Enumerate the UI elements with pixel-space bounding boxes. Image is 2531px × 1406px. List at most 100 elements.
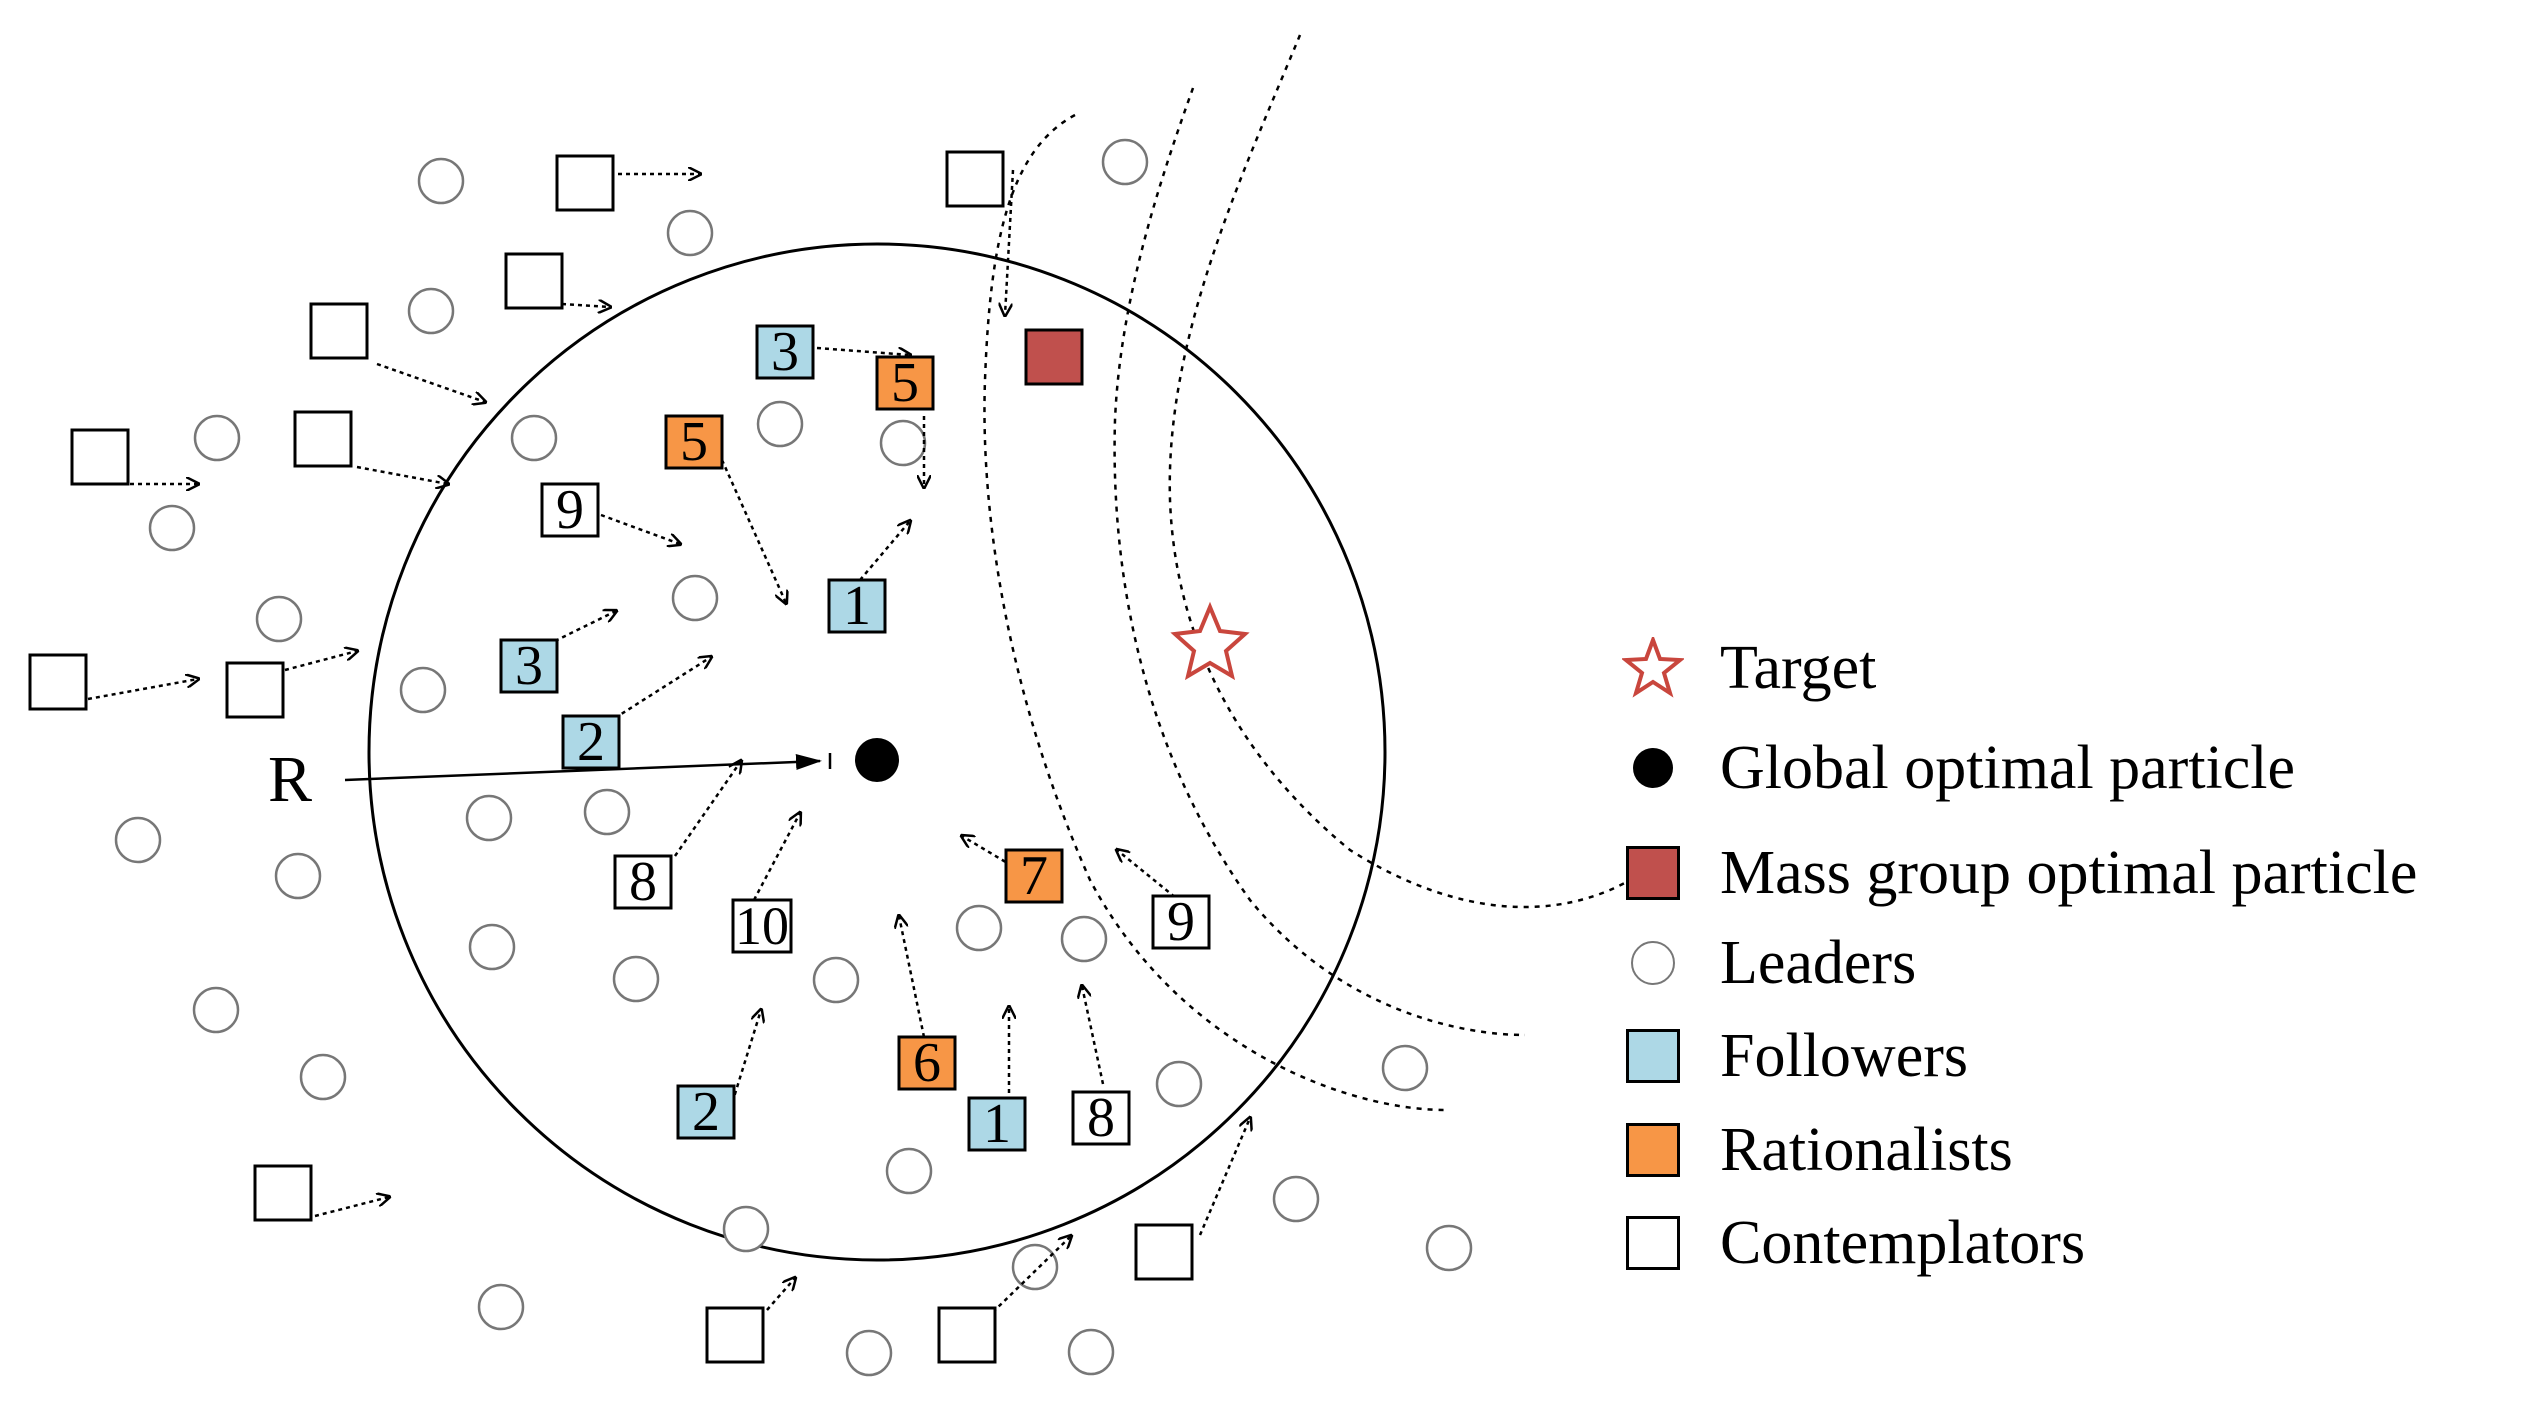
leader bbox=[612, 955, 660, 1003]
legend-label: Followers bbox=[1720, 1021, 1968, 1090]
rationalists: 5 5 7 6 bbox=[664, 352, 1064, 1094]
follower: 3 bbox=[499, 635, 559, 697]
leader bbox=[1060, 915, 1108, 963]
mass-square-icon bbox=[1626, 846, 1680, 900]
leader bbox=[1011, 1243, 1059, 1291]
rationalist: 5 bbox=[664, 411, 724, 473]
contemplator-square-icon bbox=[1626, 1216, 1680, 1270]
svg-text:3: 3 bbox=[771, 321, 799, 383]
rationalist: 6 bbox=[897, 1032, 957, 1094]
contemplator: 10 bbox=[731, 896, 793, 956]
follower: 1 bbox=[827, 575, 887, 637]
leader bbox=[1425, 1224, 1473, 1272]
movement-arrows bbox=[87, 170, 1250, 1313]
contemplator bbox=[225, 661, 285, 719]
leader bbox=[671, 574, 719, 622]
target-star-icon bbox=[1170, 601, 1250, 681]
svg-text:8: 8 bbox=[1087, 1087, 1115, 1149]
contemplator: 8 bbox=[1071, 1087, 1131, 1149]
legend-item-global: Global optimal particle bbox=[1622, 728, 2295, 808]
leader bbox=[274, 852, 322, 900]
contemplator: 9 bbox=[540, 479, 600, 541]
follower: 3 bbox=[755, 321, 815, 383]
contemplator bbox=[705, 1306, 765, 1364]
leader bbox=[465, 794, 513, 842]
followers: 3 1 3 2 2 1 bbox=[499, 321, 1027, 1155]
rationalist-square-icon bbox=[1626, 1123, 1680, 1177]
contemplator bbox=[28, 653, 88, 711]
contemplator bbox=[504, 252, 564, 310]
radius-label: R bbox=[268, 743, 312, 816]
leaders bbox=[114, 138, 1473, 1377]
leader bbox=[399, 666, 447, 714]
legend-label: Target bbox=[1720, 633, 1877, 702]
leader bbox=[845, 1329, 893, 1377]
leader bbox=[812, 956, 860, 1004]
follower: 2 bbox=[676, 1081, 736, 1143]
mass-group-optimal-particle bbox=[1024, 328, 1084, 386]
contemplators-unlabeled bbox=[28, 150, 1194, 1364]
follower: 1 bbox=[967, 1093, 1027, 1155]
leader bbox=[299, 1053, 347, 1101]
legend-label: Global optimal particle bbox=[1720, 733, 2296, 802]
svg-text:6: 6 bbox=[913, 1032, 941, 1094]
leader bbox=[583, 788, 631, 836]
leader bbox=[1381, 1044, 1429, 1092]
legend-label: Leaders bbox=[1720, 928, 1917, 997]
contemplator bbox=[253, 1164, 313, 1222]
legend-label: Rationalists bbox=[1720, 1115, 2013, 1184]
contemplator bbox=[70, 428, 130, 486]
leader bbox=[114, 816, 162, 864]
follower: 2 bbox=[561, 711, 621, 773]
contemplator bbox=[293, 410, 353, 468]
leader bbox=[510, 414, 558, 462]
leader bbox=[885, 1147, 933, 1195]
rationalist: 5 bbox=[875, 352, 935, 414]
target-star-icon bbox=[1622, 637, 1684, 699]
svg-text:9: 9 bbox=[1167, 891, 1195, 953]
leader bbox=[1272, 1175, 1320, 1223]
contemplator bbox=[309, 302, 369, 360]
legend-item-leaders: Leaders bbox=[1622, 923, 1916, 1003]
contemplators-numbered: 9 8 10 9 8 bbox=[540, 479, 1211, 1149]
search-region-circle bbox=[367, 242, 1387, 1262]
leader bbox=[1101, 138, 1149, 186]
svg-text:5: 5 bbox=[680, 411, 708, 473]
svg-text:7: 7 bbox=[1020, 845, 1048, 907]
leader bbox=[666, 209, 714, 257]
global-dot-icon bbox=[1633, 748, 1673, 788]
global-optimal-particle bbox=[855, 738, 899, 782]
svg-text:1: 1 bbox=[843, 575, 871, 637]
leader bbox=[193, 414, 241, 462]
leader bbox=[722, 1205, 770, 1253]
leader bbox=[477, 1283, 525, 1331]
svg-text:10: 10 bbox=[735, 896, 789, 956]
legend-item-target: Target bbox=[1622, 628, 1876, 708]
leader bbox=[148, 504, 196, 552]
leader bbox=[407, 287, 455, 335]
legend-item-contemplators: Contemplators bbox=[1622, 1203, 2085, 1283]
contemplator bbox=[555, 154, 615, 212]
legend-label: Mass group optimal particle bbox=[1720, 838, 2418, 907]
contemplator bbox=[1134, 1223, 1194, 1281]
leader bbox=[756, 400, 804, 448]
legend-item-rationalists: Rationalists bbox=[1622, 1110, 2013, 1190]
svg-text:9: 9 bbox=[556, 479, 584, 541]
leader bbox=[1155, 1060, 1203, 1108]
svg-text:2: 2 bbox=[577, 711, 605, 773]
leader bbox=[192, 986, 240, 1034]
contemplator: 9 bbox=[1151, 891, 1211, 953]
svg-text:2: 2 bbox=[692, 1081, 720, 1143]
rationalist: 7 bbox=[1004, 845, 1064, 907]
contemplator: 8 bbox=[613, 851, 673, 913]
legend-item-followers: Followers bbox=[1622, 1016, 1968, 1096]
svg-text:8: 8 bbox=[629, 851, 657, 913]
contemplator bbox=[945, 150, 1005, 208]
contemplator bbox=[937, 1306, 997, 1364]
follower-square-icon bbox=[1626, 1029, 1680, 1083]
svg-text:1: 1 bbox=[983, 1093, 1011, 1155]
leader-circle-icon bbox=[1631, 941, 1675, 985]
leader bbox=[955, 904, 1003, 952]
legend-item-mass: Mass group optimal particle bbox=[1622, 833, 2417, 913]
